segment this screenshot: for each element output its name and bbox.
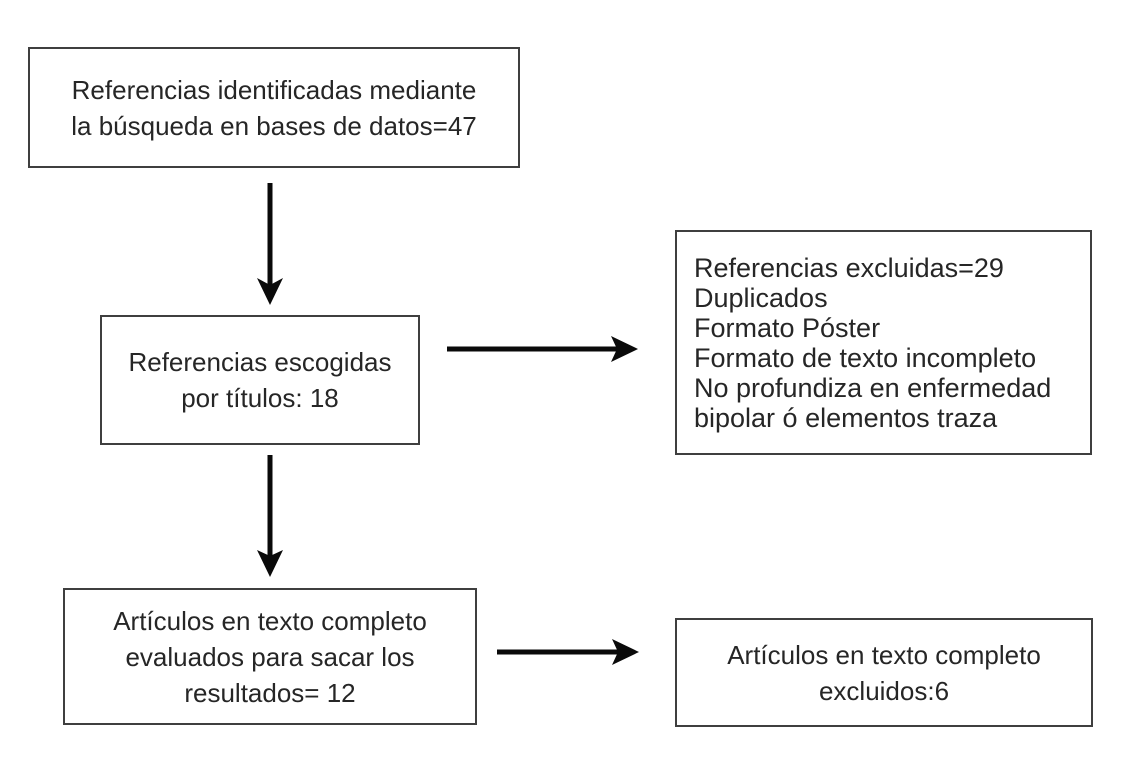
node-references-identified: Referencias identificadas mediante la bú… — [28, 47, 520, 168]
node-text-line: por títulos: 18 — [181, 383, 339, 413]
arrow-fulltext-to-excluded — [497, 639, 639, 665]
node-text-line: la búsqueda en bases de datos=47 — [71, 110, 477, 141]
node-text-line: Artículos en texto completo — [113, 605, 427, 636]
arrow-screened-to-excluded — [447, 336, 638, 362]
node-text-line: Referencias escogidas — [128, 347, 392, 377]
arrow-identified-to-screened — [257, 183, 283, 305]
node-references-screened: Referencias escogidas por títulos: 18 — [100, 315, 420, 445]
node-text-line: bipolar ó elementos traza — [694, 402, 998, 433]
node-text-line: Referencias excluidas=29 — [694, 252, 1004, 283]
node-text-line: excluidos:6 — [818, 675, 950, 706]
node-text-line: No profundiza en enfermedad — [694, 372, 1052, 403]
node-text-line: Duplicados — [694, 282, 828, 313]
node-text-line: Artículos en texto completo — [727, 639, 1041, 670]
node-text-line: Formato de texto incompleto — [694, 342, 1037, 373]
node-text-line: Formato Póster — [694, 312, 881, 343]
node-text-line: Referencias identificadas mediante — [71, 74, 477, 105]
node-text-line: resultados= 12 — [184, 677, 356, 708]
node-fulltext-excluded: Artículos en texto completo excluidos:6 — [675, 618, 1093, 727]
node-references-excluded: Referencias excluidas=29 Duplicados Form… — [675, 230, 1092, 455]
node-text-line: evaluados para sacar los — [125, 641, 415, 672]
node-fulltext-assessed: Artículos en texto completo evaluados pa… — [63, 588, 477, 725]
arrow-screened-to-fulltext — [257, 455, 283, 577]
